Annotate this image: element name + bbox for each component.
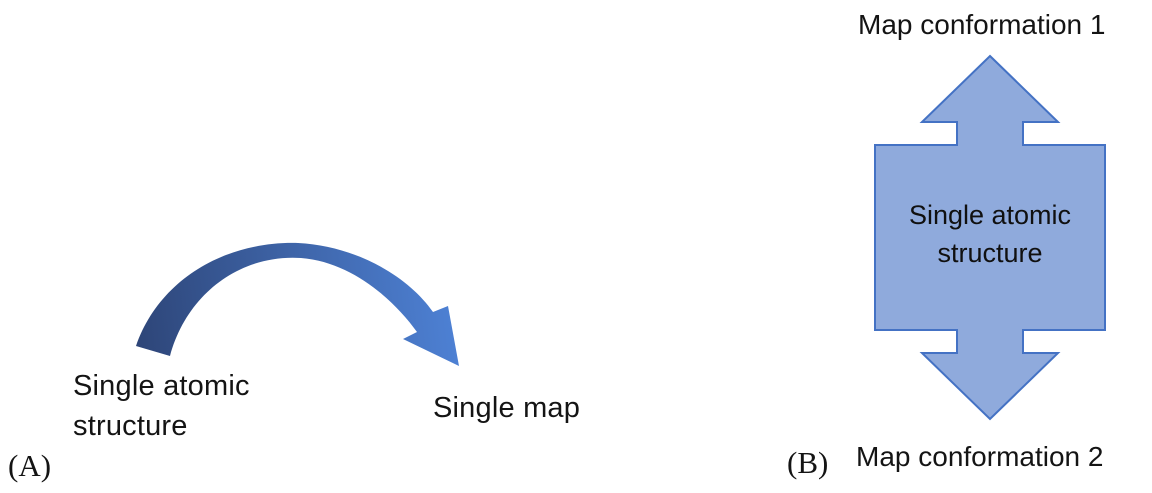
curved-arrow-icon [136,242,459,366]
panel-a-source-label-line1: Single atomic [73,370,250,402]
panel-a-target-label: Single map [433,392,581,424]
panel-a-tag: (A) [8,448,52,483]
panel-b-tag: (B) [787,445,829,480]
double-headed-arrow-shape [874,54,1106,421]
panel-b-center-label-line2: structure [937,238,1043,268]
panel-a-source-label: Single atomic structure [73,366,250,446]
panel-b-center-label: Single atomic structure [875,196,1105,272]
panel-b-center-label-line1: Single atomic [908,200,1072,230]
panel-b-top-label: Map conformation 1 [858,9,1106,40]
panel-b-bottom-label: Map conformation 2 [856,441,1104,472]
panel-a-source-label-line2: structure [73,410,188,442]
